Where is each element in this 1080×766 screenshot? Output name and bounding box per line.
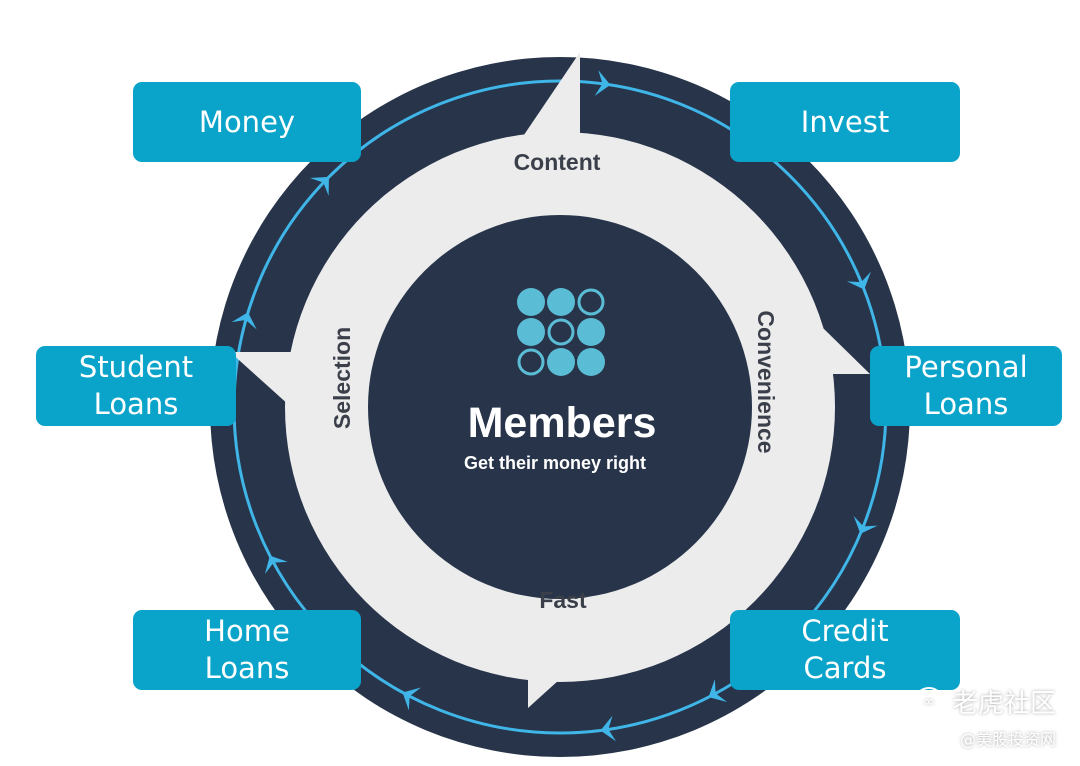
product-box-credit-cards[interactable]: Credit Cards [730, 610, 960, 690]
watermark-text: 老虎社区 [951, 689, 1056, 719]
watermark-main: ∞ 老虎社区 [913, 683, 1056, 720]
product-label-line: Home [204, 614, 290, 648]
product-box-personal-loans[interactable]: Personal Loans [870, 346, 1062, 426]
chevron-arrow-icon [708, 679, 728, 703]
product-label-line: Personal [904, 350, 1028, 384]
product-box-home-loans[interactable]: Home Loans [133, 610, 361, 690]
chevron-arrow-icon [594, 70, 611, 96]
cycle-label-convenience: Convenience [753, 310, 779, 453]
product-box-student-loans[interactable]: Student Loans [36, 346, 236, 426]
cycle-label-content: Content [514, 149, 601, 175]
product-label-line: Credit [801, 614, 889, 648]
product-label-line: Loans [923, 387, 1009, 421]
chevron-arrow-icon [402, 687, 422, 711]
watermark-logo-icon: ∞ [913, 686, 944, 717]
center-hub [368, 215, 752, 599]
chevron-arrow-icon [309, 176, 329, 197]
product-label-line: Money [198, 104, 296, 139]
product-label-line: Loans [93, 387, 179, 421]
product-label-line: Invest [800, 104, 890, 139]
chevron-arrow-icon [231, 312, 257, 330]
center-tagline: Get their money right [464, 453, 646, 473]
product-box-invest[interactable]: Invest [730, 82, 960, 162]
cycle-arrow-left [230, 352, 330, 442]
watermark: ∞ 老虎社区 @美股投资网 [913, 683, 1056, 750]
product-box-money[interactable]: Money [133, 82, 361, 162]
chevron-arrow-icon [846, 271, 871, 290]
cycle-label-fast: Fast [539, 587, 587, 613]
cycle-arrow-bottom [528, 614, 632, 708]
watermark-subtext: @美股投资网 [959, 730, 1056, 749]
cycle-arrow-top [480, 52, 580, 200]
center-title: Members [468, 399, 657, 447]
chevron-arrow-icon [264, 555, 288, 575]
cycle-label-selection: Selection [329, 327, 355, 429]
product-label-line: Student [78, 350, 194, 384]
cycle-arrow-right [778, 284, 870, 374]
nine-circle-grid-icon [517, 288, 605, 376]
product-label-line: Loans [204, 651, 290, 685]
chevron-arrow-icon [853, 515, 878, 534]
product-label-line: Cards [803, 651, 887, 685]
chevron-arrow-icon [600, 715, 617, 742]
